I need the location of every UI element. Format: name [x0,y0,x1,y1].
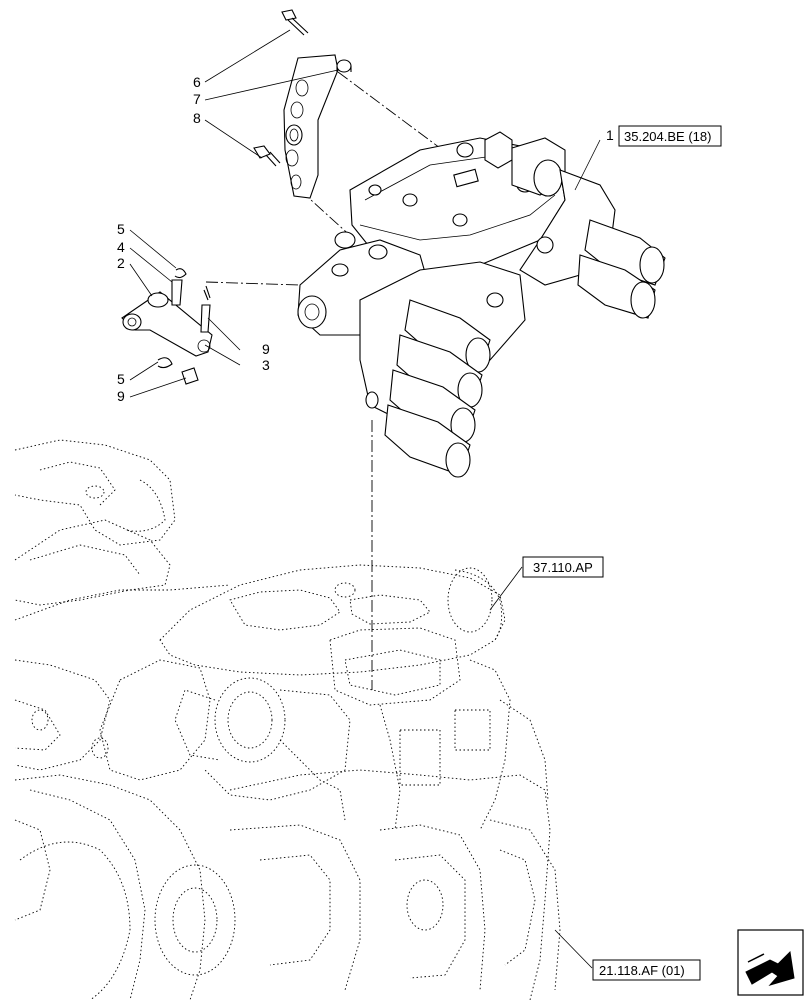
reference-box-valve[interactable]: 35.204.BE (18) [618,125,722,147]
callout-1: 1 [606,127,614,143]
housing-dotted-outline [14,439,561,1000]
control-valve-assembly [297,131,666,478]
callout-labels: 6 7 8 5 4 2 9 3 5 9 1 [117,74,614,404]
callout-5-upper: 5 [117,221,125,237]
callout-6: 6 [193,74,201,90]
callout-5-lower: 5 [117,371,125,387]
callout-3: 3 [262,357,270,373]
callout-9-lower: 9 [117,388,125,404]
reference-box-housing[interactable]: 37.110.AP [522,556,604,578]
callout-7: 7 [193,91,201,107]
mounting-bracket [253,9,352,199]
callout-4: 4 [117,239,125,255]
ref-housing-text[interactable]: 37.110.AP [533,560,593,575]
leader-lines [129,29,601,969]
callout-8: 8 [193,110,201,126]
callout-2: 2 [117,255,125,271]
ref-valve-text[interactable]: 35.204.BE (18) [624,129,711,144]
ref-engine-text[interactable]: 21.118.AF (01) [599,963,685,978]
callout-9-right: 9 [262,341,270,357]
reference-box-engine[interactable]: 21.118.AF (01) [592,959,701,981]
lever-parts [121,268,213,385]
next-page-arrow-icon[interactable] [737,929,804,996]
